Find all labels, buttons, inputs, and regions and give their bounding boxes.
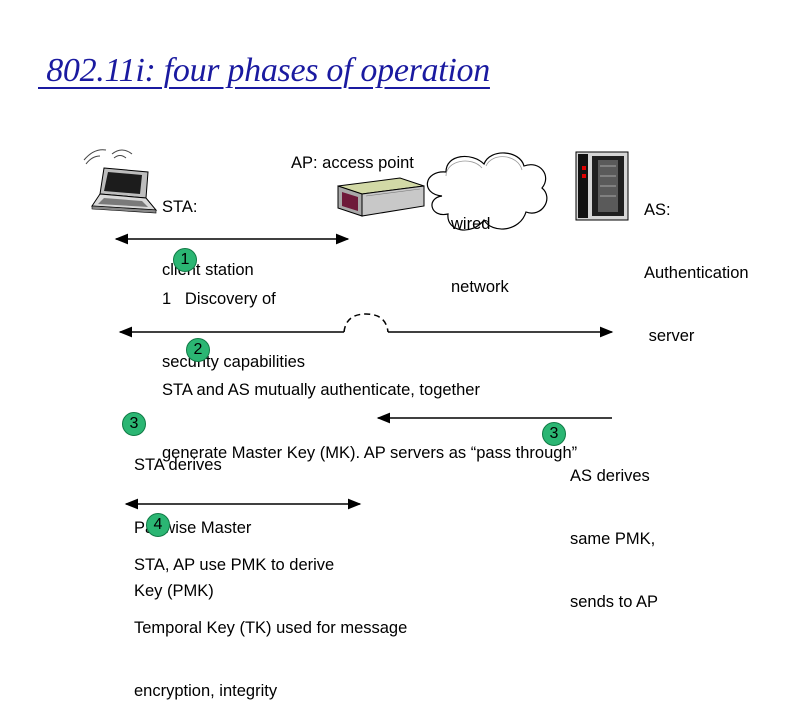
diagram-canvas (83, 149, 629, 510)
as-label-line: AS: (644, 201, 671, 219)
phase3-as-line: AS derives (570, 467, 650, 485)
phase3-as-badge: 3 (542, 422, 566, 446)
phase2-text: STA and AS mutually authenticate, togeth… (162, 338, 577, 485)
as-label-line: Authentication (644, 264, 749, 282)
phase3-as-line: same PMK, (570, 530, 656, 548)
access-point-icon (337, 177, 425, 217)
cloud-icon (426, 152, 548, 231)
ap-label: AP: access point (291, 154, 414, 172)
phase4-text: STA, AP use PMK to derive Temporal Key (… (134, 513, 407, 723)
phase3-sta-line: STA derives (134, 456, 222, 474)
phase4-line: STA, AP use PMK to derive (134, 556, 335, 574)
phase4-line: Temporal Key (TK) used for message (134, 619, 408, 637)
page-title: 802.11i: four phases of operation (38, 52, 490, 89)
cloud-label-line: wired (451, 215, 491, 233)
phase2-line: STA and AS mutually authenticate, togeth… (162, 381, 480, 399)
phase2-badge: 2 (186, 338, 210, 362)
sta-label-line: STA: (162, 198, 198, 216)
phase3-sta-badge: 3 (122, 412, 146, 436)
phase3-as-text: AS derives same PMK, sends to AP (570, 424, 658, 634)
laptop-icon (83, 149, 158, 214)
phase3-as-line: sends to AP (570, 593, 659, 611)
phase4-line: encryption, integrity (134, 682, 278, 700)
phase1-line: 1 Discovery of (162, 290, 276, 308)
phase2-arrow (118, 313, 614, 338)
as-label-line: server (644, 327, 695, 345)
cloud-label: wired network (451, 172, 509, 319)
phase1-badge: 1 (173, 248, 197, 272)
phase4-badge: 4 (146, 513, 170, 537)
cloud-label-line: network (451, 278, 509, 296)
phase2-line: generate Master Key (MK). AP servers as … (162, 444, 578, 462)
server-icon (575, 151, 629, 221)
as-label: AS: Authentication server (644, 158, 749, 368)
phase3-sta-line: Key (PMK) (134, 582, 214, 600)
